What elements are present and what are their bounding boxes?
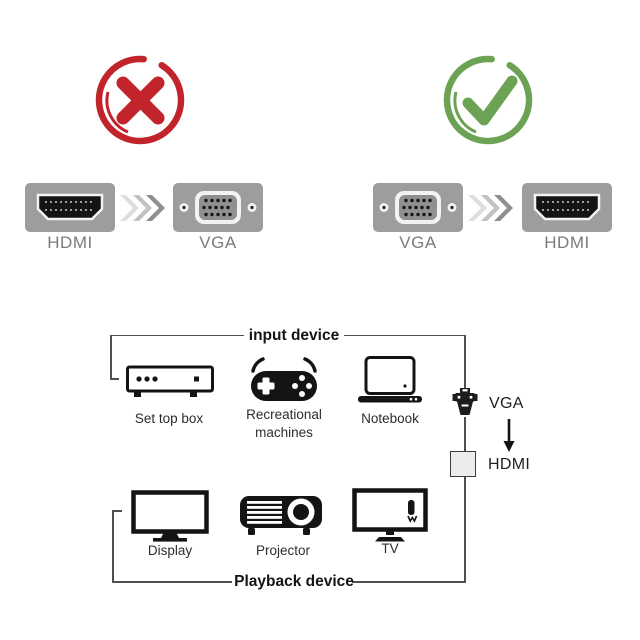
check-circle-icon: [443, 55, 533, 145]
vga-connector-icon: [373, 183, 463, 232]
correct-to-label: HDMI: [544, 233, 590, 252]
input-bracket-left: [110, 334, 112, 380]
monitor-icon: [131, 490, 209, 542]
input-device-label: Notebook: [361, 411, 419, 426]
output-line-right: [352, 581, 466, 583]
adapter-box: [450, 451, 476, 477]
output-device-label: Display: [147, 543, 193, 558]
output-rise-line: [464, 477, 466, 583]
adapter-output-label: HDMI: [488, 456, 531, 473]
adapter-input-label: VGA: [489, 395, 524, 412]
laptop-icon: [358, 356, 422, 403]
wrong-to-label: VGA: [199, 233, 237, 252]
input-bracket-tick: [110, 378, 119, 380]
chevrons-right-icon: [468, 195, 513, 221]
input-device-label: Set top box: [134, 411, 204, 426]
vga-plug-icon: [452, 388, 478, 415]
output-bracket-tick: [112, 510, 122, 512]
chevrons-right-icon: [120, 195, 165, 221]
adapter-cable-line: [464, 417, 466, 452]
input-device-label: Recreational machines: [246, 407, 322, 441]
wrong-from-label: HDMI: [47, 233, 93, 252]
hdmi-connector-icon: [25, 183, 115, 232]
output-line-left: [112, 581, 232, 583]
gamepad-icon: [251, 357, 317, 401]
projector-icon: [240, 496, 322, 535]
hdmi-connector-icon: [522, 183, 612, 232]
tv-icon: [352, 488, 428, 542]
set-top-box-icon: [126, 365, 214, 397]
output-group-title: Playback device: [234, 573, 354, 590]
input-line-left: [110, 334, 244, 336]
correct-from-label: VGA: [399, 233, 437, 252]
output-bracket-left: [112, 510, 114, 583]
output-device-label: TV: [381, 541, 399, 556]
arrow-down-icon: [503, 419, 515, 452]
vga-connector-icon: [173, 183, 263, 232]
input-group-title: input device: [248, 327, 340, 344]
input-line-right: [344, 334, 466, 336]
input-drop-line: [464, 334, 466, 389]
cross-circle-icon: [95, 55, 185, 145]
output-device-label: Projector: [255, 543, 311, 558]
